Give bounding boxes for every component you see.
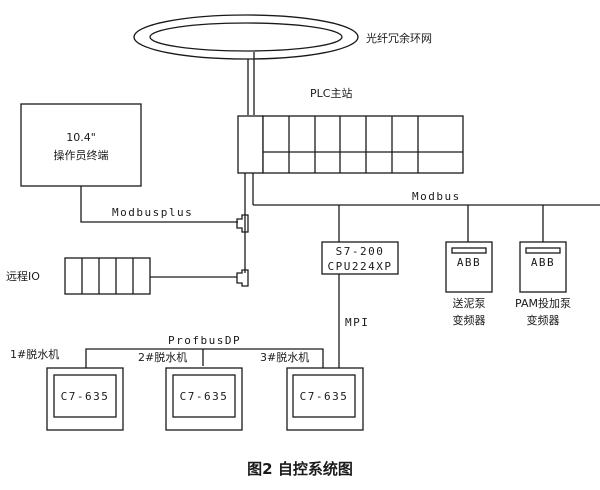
modbus-label: Modbus	[412, 190, 461, 203]
dewatering-3-label: 3#脱水机	[260, 350, 309, 364]
vfd-sludge-pump-brand: ABB	[457, 256, 481, 269]
mpi-label: MPI	[345, 316, 369, 329]
fiber-ring-inner	[149, 22, 343, 52]
dewatering-3-model: C7-635	[300, 390, 349, 403]
plc-cpu-module	[237, 115, 264, 174]
vfd-sludge-pump	[445, 241, 493, 293]
tap-connector-2	[236, 269, 249, 287]
fiber-ring	[133, 14, 359, 60]
vfd-sludge-pump-label: 送泥泵	[453, 296, 486, 310]
operator-terminal-label: 操作员终端	[54, 148, 109, 162]
dewatering-3-panel	[286, 367, 364, 431]
profibus-label: ProfbusDP	[168, 334, 241, 347]
plc-master-label: PLC主站	[310, 86, 352, 100]
plc-master-rack	[237, 115, 464, 174]
vfd-pam-pump-label2: 变频器	[527, 313, 560, 327]
operator-terminal-size: 10.4"	[66, 131, 96, 144]
s7-200-box	[321, 241, 399, 275]
dewatering-2-model: C7-635	[180, 390, 229, 403]
fiber-ring-label: 光纤冗余环网	[366, 31, 432, 45]
vfd-pam-pump-label: PAM投加泵	[515, 296, 571, 310]
modbusplus-label: Modbusplus	[112, 206, 193, 219]
remote-io-label: 远程IO	[6, 270, 40, 283]
fiber-ring-outer	[133, 14, 359, 60]
operator-terminal	[20, 103, 142, 187]
dewatering-1-panel	[46, 367, 124, 431]
s7-200-cpu: CPU224XP	[328, 260, 393, 273]
remote-io-rack	[64, 257, 151, 295]
s7-200-model: S7-200	[336, 245, 385, 258]
modbusplus-link-terminal	[80, 186, 238, 223]
vfd-pam-pump	[519, 241, 567, 293]
dewatering-2-panel	[165, 367, 243, 431]
tap-connector-1	[236, 214, 249, 233]
dewatering-1-model: C7-635	[61, 390, 110, 403]
dewatering-2-label: 2#脱水机	[138, 350, 187, 364]
figure-caption: 图2 自控系统图	[247, 460, 353, 478]
vfd-pam-pump-brand: ABB	[531, 256, 555, 269]
vfd-sludge-pump-label2: 变频器	[453, 313, 486, 327]
plc-io-modules	[262, 115, 464, 174]
dewatering-1-label: 1#脱水机	[10, 347, 59, 361]
profibus-bus-line	[85, 348, 324, 368]
